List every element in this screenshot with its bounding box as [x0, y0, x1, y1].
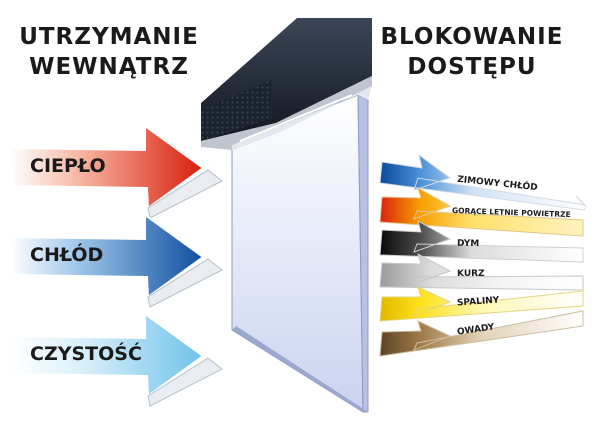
arrow-smoke: [379, 219, 584, 263]
arrow-insects: [379, 310, 584, 357]
label-cool: CHŁÓD: [30, 244, 104, 266]
arrow-dust: [379, 252, 584, 291]
arrow-exhaust-fumes: [379, 286, 584, 322]
label-warmth: CIEPŁO: [30, 155, 106, 177]
label-dust: KURZ: [457, 269, 485, 279]
label-cleanliness: CZYSTOŚĆ: [30, 343, 142, 365]
heading-block-access-line-2: DOSTĘPU: [407, 54, 537, 80]
arrow-winter-cold: [379, 153, 587, 211]
heading-block-access: BLOKOWANIE DOSTĘPU: [372, 22, 572, 82]
arrow-cleanliness: [8, 312, 223, 407]
heading-block-access-line-1: BLOKOWANIE: [380, 24, 564, 50]
arrow-cool: [8, 213, 223, 308]
heading-keep-inside: UTRZYMANIE WEWNĄTRZ: [6, 22, 212, 82]
heading-keep-inside-line-1: UTRZYMANIE: [19, 24, 199, 50]
glass-door-base: [232, 326, 368, 412]
heading-keep-inside-line-2: WEWNĄTRZ: [29, 54, 189, 80]
arrow-hot-summer-air: [379, 186, 584, 237]
air-curtain-unit: [201, 18, 372, 150]
label-smoke: DYM: [456, 238, 480, 250]
arrow-warmth: [8, 124, 223, 219]
